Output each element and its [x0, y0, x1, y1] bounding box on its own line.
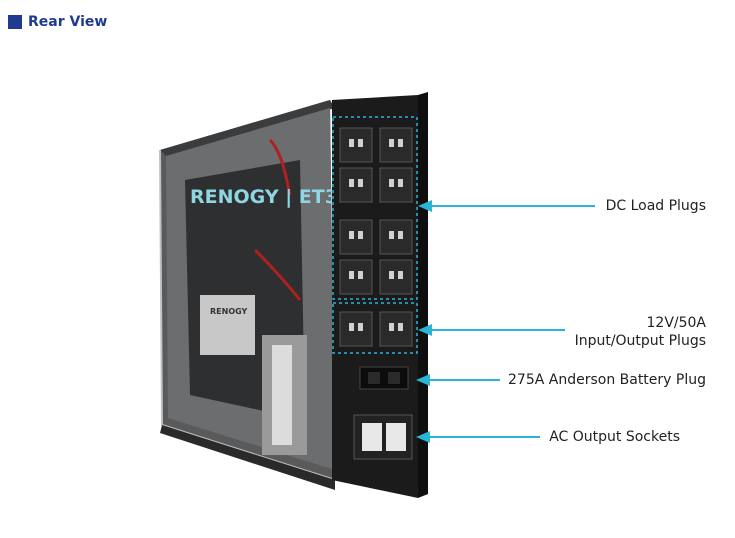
dc-plug-2 — [379, 127, 413, 163]
io-plug-1 — [339, 311, 373, 347]
io-label-line2: Input/Output Plugs — [574, 333, 706, 349]
io-plug-2 — [379, 311, 413, 347]
section-title: Rear View — [28, 14, 108, 30]
dc-plug-5 — [339, 219, 373, 255]
dc-plug-1 — [339, 127, 373, 163]
io-arrowhead — [418, 324, 432, 336]
ac-label: AC Output Sockets — [549, 429, 680, 445]
dc-plug-3 — [339, 167, 373, 203]
battery-plug — [359, 366, 409, 390]
dc-load-label: DC Load Plugs — [605, 198, 706, 214]
enclosure — [159, 100, 336, 490]
dc-highlight-box — [332, 116, 418, 300]
section-header: Rear View — [8, 12, 107, 32]
io-highlight-box — [332, 302, 418, 354]
io-plugs — [339, 311, 413, 347]
section-marker — [8, 15, 22, 29]
battery-arrowhead — [416, 374, 430, 386]
brand-text: RENOGY | ET3 — [190, 186, 338, 208]
dc-plug-7 — [339, 259, 373, 295]
ac-arrowhead — [416, 431, 430, 443]
dc-plug-4 — [379, 167, 413, 203]
ac-sockets — [353, 414, 413, 460]
callout-arrows — [416, 200, 595, 443]
dc-plug-8 — [379, 259, 413, 295]
module-text: RENOGY — [210, 307, 248, 316]
io-label-line1: 12V/50A — [646, 315, 707, 331]
dc-load-plugs — [339, 127, 413, 295]
battery-label: 275A Anderson Battery Plug — [508, 372, 706, 388]
dc-arrowhead — [418, 200, 432, 212]
dc-plug-6 — [379, 219, 413, 255]
